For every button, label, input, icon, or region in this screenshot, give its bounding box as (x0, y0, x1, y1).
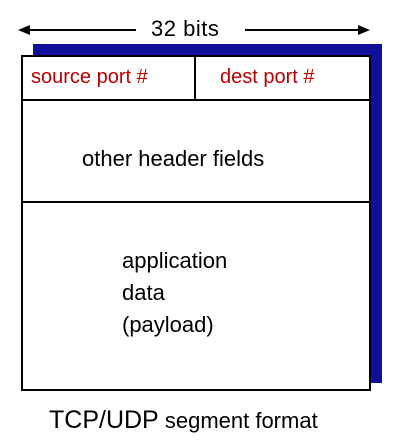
dest-port-field: dest port # (196, 57, 369, 99)
right-arrowhead-icon (358, 25, 370, 35)
bit-width-arrows (18, 25, 370, 35)
payload-line: data (122, 280, 165, 305)
payload-row: application data (payload) (23, 203, 369, 389)
left-arrowhead-icon (18, 25, 30, 35)
caption-rest: segment format (158, 408, 318, 433)
other-header-fields-label: other header fields (82, 146, 265, 171)
bit-width-label: 32 bits (151, 16, 220, 41)
source-port-field: source port # (23, 57, 196, 99)
segment-box: source port # dest port # other header f… (21, 55, 371, 391)
dest-port-label: dest port # (220, 66, 315, 88)
bit-width-indicator: 32 bits (0, 16, 402, 46)
payload-line: (payload) (122, 312, 214, 337)
caption-protocol: TCP/UDP (49, 406, 159, 434)
diagram-caption: TCP/UDP segment format (49, 406, 318, 435)
ports-row: source port # dest port # (23, 57, 369, 101)
payload-label: application data (payload) (122, 245, 227, 341)
other-header-fields-row: other header fields (23, 101, 369, 203)
source-port-label: source port # (31, 66, 148, 88)
payload-line: application (122, 248, 228, 273)
